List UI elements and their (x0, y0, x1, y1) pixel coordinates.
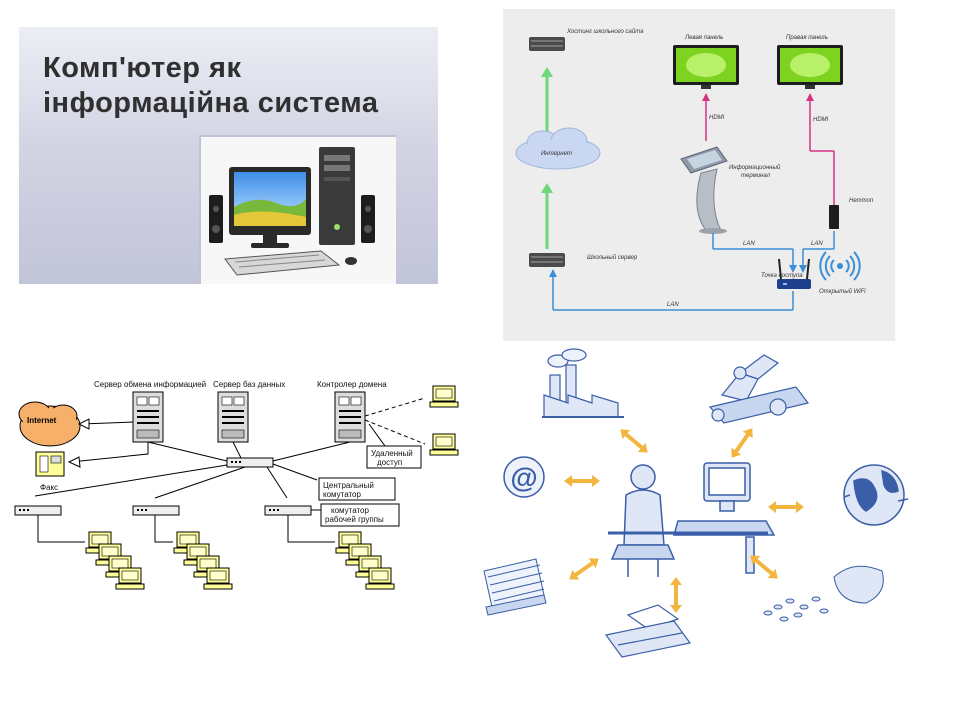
nettop-icon (829, 205, 839, 229)
double-arrow-icon (724, 422, 760, 464)
double-arrow-icon (562, 473, 602, 489)
access-point-label: Точка доступа (761, 273, 803, 279)
fax-label: Факс (40, 483, 58, 492)
computer-photo (199, 135, 396, 284)
server-links (34, 441, 351, 499)
workgroup-switch-icon (14, 505, 62, 516)
factory-icon (542, 348, 624, 418)
workgroup-switch-callout (311, 503, 400, 527)
hdmi-right-label: HDMI (813, 117, 829, 123)
school-network-diagram: Хостинг школьного сайта Школьный сервер … (503, 9, 895, 341)
remote-access-callout (366, 423, 422, 469)
workstation-group (85, 531, 145, 590)
hdmi-left-label: HDMI (709, 115, 725, 121)
lan-terminal-label: LAN (743, 241, 755, 247)
lan-terminal-connection (712, 233, 797, 273)
lan-nettop-connection (799, 231, 835, 273)
remote-pc-icon (429, 433, 459, 456)
workstation-group (335, 531, 395, 590)
fax-icon (35, 451, 65, 477)
wifi-signal-icon (819, 251, 861, 281)
printer-icon (604, 604, 692, 658)
speaker-icon (361, 195, 375, 243)
info-system-illustration: @ (478, 345, 946, 665)
speaker-icon (209, 195, 223, 243)
nettop-label: Неттоп (849, 198, 874, 204)
hosting-label: Хостинг школьного сайта (566, 28, 644, 35)
double-arrow-icon (668, 575, 684, 615)
mouse-icon (345, 257, 357, 265)
info-system-svg: @ (483, 348, 909, 658)
internet-cloud-icon (18, 401, 81, 447)
terminal-label-line2: терминал (741, 173, 771, 179)
office-network-diagram: Сервер обмена информацией Сервер баз дан… (5, 372, 475, 608)
remote-access-label-line2: доступ (377, 458, 402, 467)
right-panel-label: Правая панель (786, 35, 828, 41)
remote-pc-icon (429, 385, 459, 408)
left-panel-display-icon (673, 45, 739, 89)
email-icon: @ (503, 456, 545, 498)
internet-label: Internet (27, 416, 57, 425)
central-switch-callout (318, 477, 396, 501)
double-arrow-icon (614, 422, 654, 460)
workstation-group (173, 531, 233, 590)
lan-server-connection (549, 269, 794, 311)
workgroup-links (37, 515, 335, 543)
internet-label: Интернет (541, 151, 572, 157)
system-unit-icon (319, 147, 355, 245)
workgroup-switch-label-line2: рабочей группы (325, 515, 384, 524)
school-server-label: Школьный сервер (587, 254, 638, 261)
title-text: Комп'ютер як інформаційна система (43, 52, 379, 119)
hosting-server-icon (529, 37, 565, 51)
info-terminal-icon (680, 146, 728, 234)
db-server-icon (217, 391, 249, 443)
globe-icon (843, 464, 909, 526)
title-image-panel: Комп'ютер як інформаційна система (19, 27, 438, 284)
data-pile-icon (763, 565, 884, 622)
terminal-label-line1: Информационный (729, 164, 781, 171)
double-arrow-icon (563, 551, 605, 587)
central-switch-label-line1: Центральный (323, 481, 374, 490)
exchange-to-internet-arrow (77, 418, 134, 430)
green-arrow-up-icon (541, 67, 553, 134)
remote-access-links (364, 397, 426, 445)
office-network-svg: Сервер обмена информацией Сервер баз дан… (14, 380, 459, 590)
workgroup-switch-label-line1: комутатор (331, 506, 370, 515)
school-server-icon (529, 253, 565, 267)
workgroup-switch-icon (132, 505, 180, 516)
school-network-svg: Хостинг школьного сайта Школьный сервер … (515, 28, 874, 311)
exchange-server-icon (132, 391, 164, 443)
hdmi-right-connection (806, 93, 835, 205)
green-arrow-up-icon (541, 183, 553, 249)
hdmi-left-connection (702, 93, 710, 141)
computer-illustration (209, 147, 375, 276)
user-at-computer-icon (608, 462, 776, 577)
remote-access-label-line1: Удаленный (371, 449, 413, 458)
right-panel-display-icon (777, 45, 843, 89)
open-wifi-label: Открытый WiFi (819, 288, 866, 295)
workgroup-switch-icon (264, 505, 312, 516)
central-switch-label-line2: комутатор (323, 490, 362, 499)
exchange-server-label: Сервер обмена информацией (94, 380, 206, 389)
lan-nettop-label: LAN (811, 241, 823, 247)
svg-text:@: @ (510, 462, 537, 493)
documents-stack-icon (483, 558, 547, 616)
domain-controller-label: Контролер домена (317, 380, 387, 389)
central-switch-icon (226, 457, 274, 468)
access-point-router-icon (777, 258, 811, 289)
left-panel-label: Левая панель (684, 35, 723, 41)
exchange-to-fax-arrow (67, 442, 149, 468)
domain-controller-icon (334, 391, 366, 443)
industrial-robot-icon (708, 354, 810, 424)
lan-bottom-label: LAN (667, 302, 679, 308)
internet-cloud-icon (515, 127, 601, 170)
double-arrow-icon (766, 499, 806, 515)
db-server-label: Сервер баз данных (213, 380, 285, 389)
